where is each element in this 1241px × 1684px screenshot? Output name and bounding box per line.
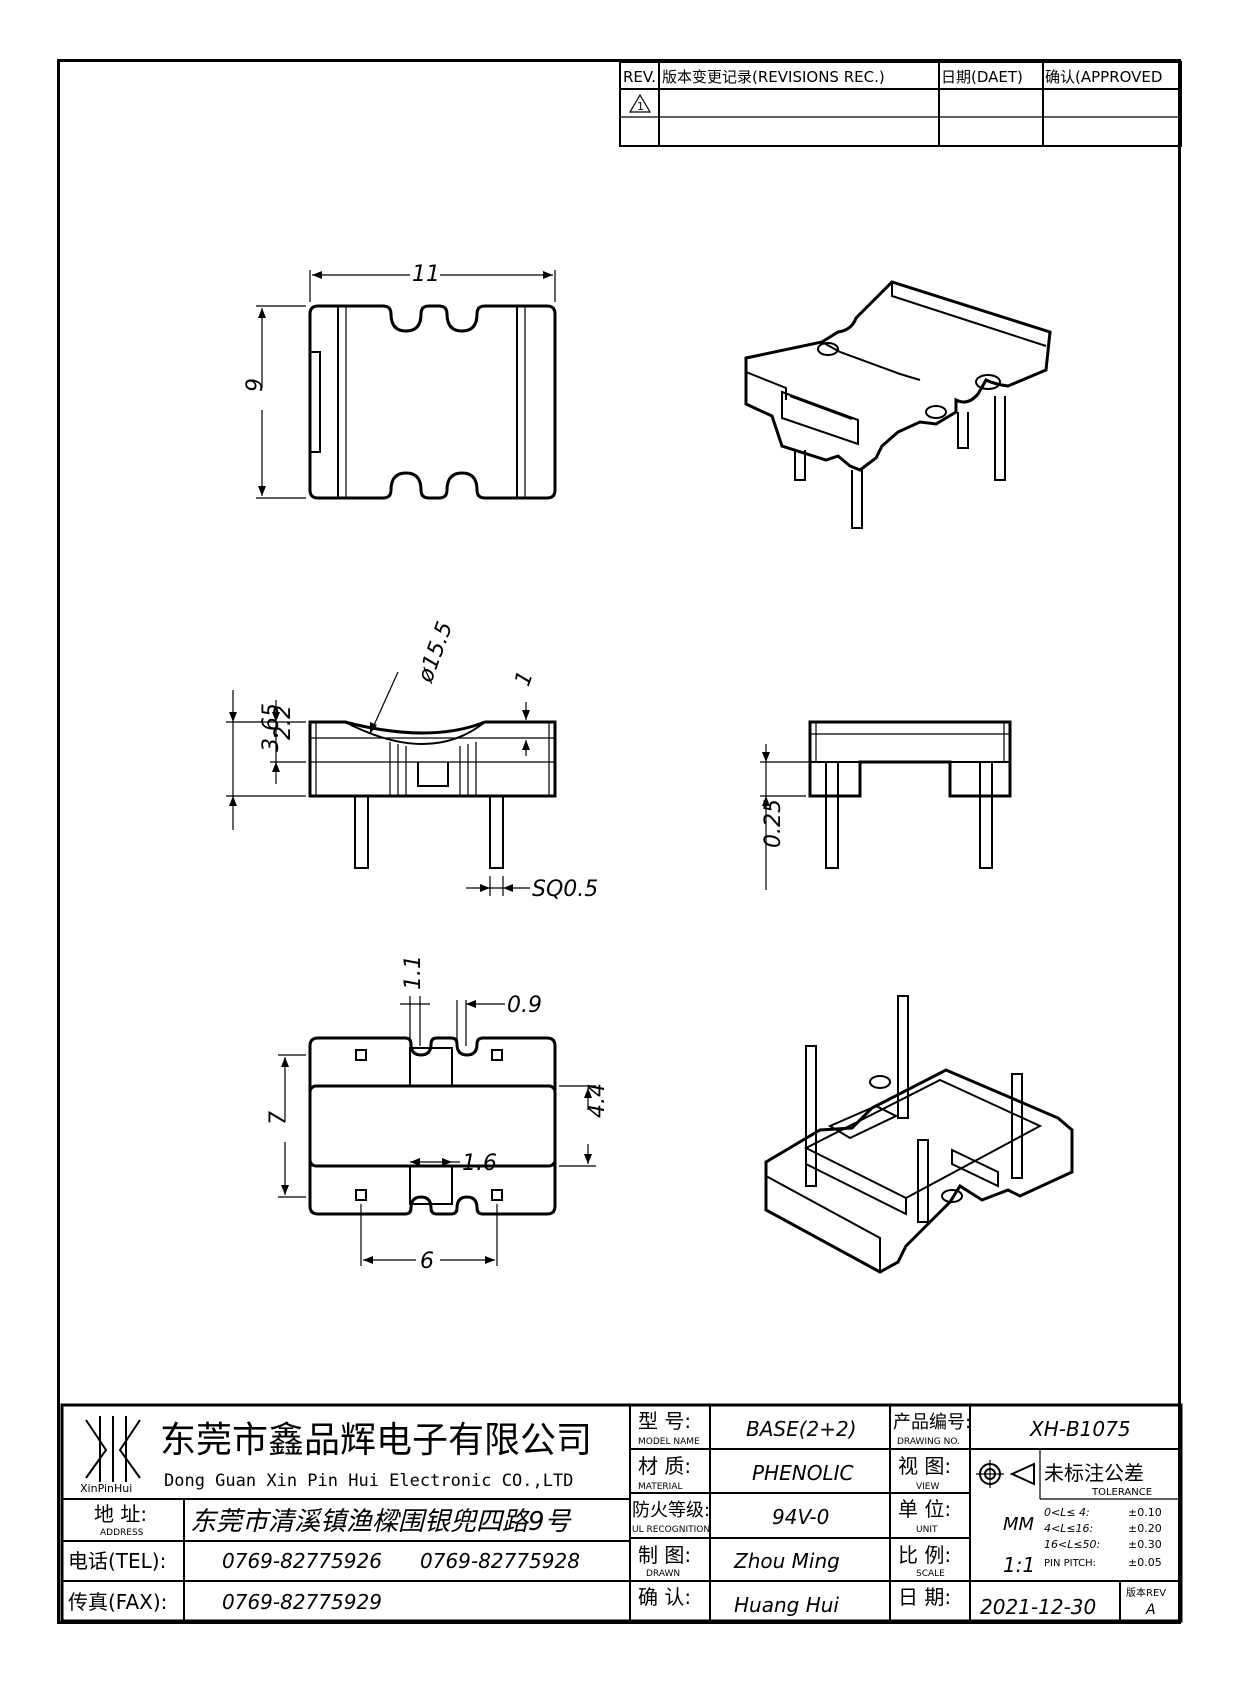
logo-text: XinPinHui — [80, 1482, 132, 1495]
address-label: 地 址: — [94, 1502, 147, 1526]
dim-end-offset: 0.25 — [761, 799, 786, 848]
tol-row-4-label: PIN PITCH: — [1044, 1558, 1096, 1569]
unit-value: MM — [1003, 1514, 1035, 1535]
top-view: 11 9 — [243, 262, 557, 500]
version-value: A — [1145, 1602, 1156, 1618]
model-value: BASE(2+2) — [746, 1417, 857, 1441]
revision-table: REV. 版本变更记录(REVISIONS REC.) 日期(DAET) 确认(… — [619, 61, 1182, 147]
tol-row-1-value: ±0.10 — [1128, 1506, 1162, 1519]
date-header: 日期(DAET) — [941, 68, 1023, 86]
unit-label-en: UNIT — [916, 1525, 938, 1535]
dim-radius: ø15.5 — [413, 618, 458, 686]
revision-number: 1 — [637, 100, 644, 113]
dim-bottom-inner: 4.4 — [585, 1083, 610, 1118]
address-value: 东莞市清溪镇渔樑围银兜四路9号 — [190, 1507, 573, 1537]
view-label-en: VIEW — [916, 1482, 939, 1492]
tolerance-label: 未标注公差 — [1044, 1461, 1144, 1485]
dim-total-height: 3.65 — [259, 703, 284, 752]
fax-label: 传真(FAX): — [68, 1590, 167, 1614]
company-name-en: Dong Guan Xin Pin Hui Electronic CO.,LTD — [164, 1471, 573, 1491]
drawn-label-en: DRAWN — [646, 1569, 680, 1579]
material-value: PHENOLIC — [752, 1461, 853, 1485]
revision-triangle-icon — [628, 93, 652, 113]
model-label-en: MODEL NAME — [638, 1437, 700, 1447]
iso-view-bottom — [764, 995, 1074, 1274]
tol-row-3-value: ±0.30 — [1128, 1538, 1162, 1551]
title-block: XinPinHui 东莞市鑫品辉电子有限公司 Dong Guan Xin Pin… — [60, 1403, 1183, 1623]
model-label: 型 号: — [638, 1409, 691, 1433]
drawing-no-label: 产品编号: — [893, 1412, 971, 1433]
tol-row-3-label: 16<L≤50: — [1044, 1538, 1100, 1551]
side-view: ø15.5 1 3.65 2.2 SQ0.5 — [226, 618, 598, 902]
dim-width-11: 11 — [412, 262, 440, 287]
dim-bottom-pin-span: 6 — [420, 1249, 434, 1274]
view-label: 视 图: — [898, 1454, 951, 1478]
tolerance-label-en: TOLERANCE — [1091, 1487, 1152, 1498]
dim-bottom-height: 7 — [266, 1111, 291, 1125]
date-value: 2021-12-30 — [980, 1595, 1096, 1619]
tel-value-1: 0769-82775926 — [222, 1549, 382, 1573]
tel-value-2: 0769-82775928 — [420, 1549, 580, 1573]
dim-depth-1: 1 — [510, 668, 538, 690]
drawn-label: 制 图: — [638, 1543, 691, 1567]
tel-label: 电话(TEL): — [68, 1549, 166, 1573]
dim-bottom-center: 1.6 — [462, 1151, 497, 1176]
bottom-view: 1.1 0.9 1.6 7 4.4 6 — [266, 955, 610, 1274]
revisions-header: 版本变更记录(REVISIONS REC.) — [662, 68, 885, 86]
end-view: 0.25 — [760, 720, 1012, 890]
dim-height-9: 9 — [243, 378, 268, 392]
drawing-no-value: XH-B1075 — [1029, 1417, 1131, 1441]
ul-label-en: UL RECOGNITION — [632, 1525, 710, 1535]
material-label-en: MATERIAL — [638, 1482, 683, 1492]
drawn-value: Zhou Ming — [733, 1549, 840, 1573]
ul-value: 94V-0 — [772, 1505, 829, 1529]
approved-header: 确认(APPROVED — [1045, 68, 1162, 86]
dim-bottom-slot: 1.1 — [401, 955, 426, 990]
confirm-value: Huang Hui — [734, 1593, 839, 1617]
dim-inner-height: 2.2 — [271, 705, 296, 740]
tol-row-4-value: ±0.05 — [1128, 1556, 1162, 1569]
fax-value: 0769-82775929 — [222, 1590, 382, 1614]
scale-label: 比 例: — [898, 1543, 951, 1567]
version-label: 版本REV — [1126, 1586, 1166, 1599]
tol-row-1-label: 0<L≤ 4: — [1044, 1506, 1090, 1519]
dim-pin-sq: SQ0.5 — [532, 877, 598, 902]
dim-bottom-pin-gap: 0.9 — [507, 993, 542, 1018]
unit-label: 单 位: — [898, 1497, 951, 1521]
rev-header: REV. — [623, 68, 656, 86]
date-label: 日 期: — [898, 1585, 951, 1609]
ul-label: 防火等级: — [632, 1500, 710, 1521]
tol-row-2-value: ±0.20 — [1128, 1522, 1162, 1535]
scale-label-en: SCALE — [916, 1569, 945, 1579]
projection-symbol-icon — [976, 1460, 1035, 1488]
company-name-cn: 东莞市鑫品辉电子有限公司 — [160, 1420, 592, 1461]
drawing-no-label-en: DRAWING NO. — [897, 1437, 960, 1447]
company-logo: XinPinHui — [80, 1416, 141, 1495]
address-label-en: ADDRESS — [100, 1528, 144, 1538]
iso-view-top — [744, 280, 1052, 529]
scale-value: 1:1 — [1003, 1553, 1035, 1577]
tol-row-2-label: 4<L≤16: — [1044, 1522, 1093, 1535]
confirm-label: 确 认: — [638, 1585, 691, 1609]
material-label: 材 质: — [638, 1454, 691, 1478]
